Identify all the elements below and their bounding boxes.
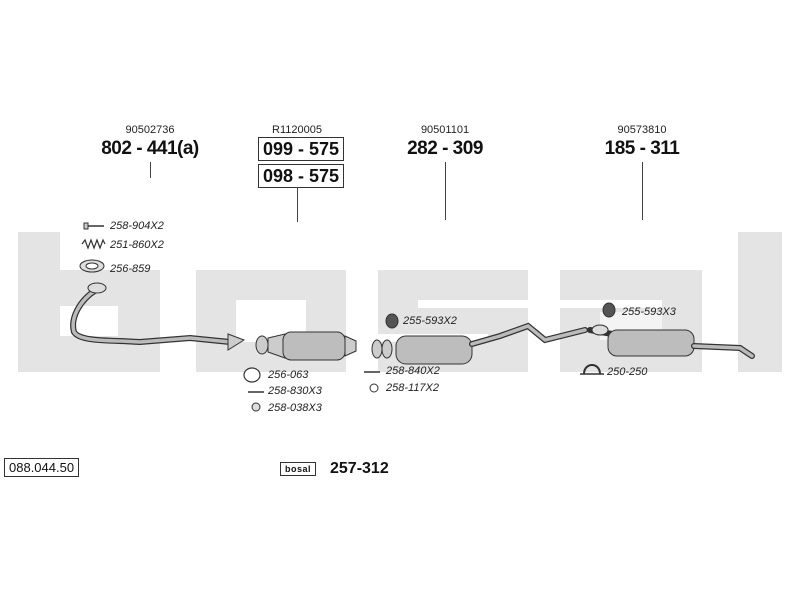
oe-number-4: 90573810 [617,124,667,136]
accessory-label: 251-860X2 [110,239,164,251]
accessory-label: 258-117X2 [386,382,440,394]
part-number-4: 185 - 311 [604,138,680,159]
front-pipe-end [227,333,246,351]
accessory-label: 256-859 [110,263,151,275]
kit-number: 257-312 [330,460,389,477]
accessory-label: 255-593X3 [622,306,676,318]
part-number-2b: 098 - 575 [258,164,345,188]
accessory-icons [79,222,616,412]
accessory-label: 258-830X3 [268,385,322,397]
accessory-label: 258-038X3 [268,402,322,414]
oe-number-1: 90502736 [125,124,175,136]
accessory-label: 258-840X2 [386,365,440,377]
front-pipe [70,287,233,346]
accessory-label: 258-904X2 [110,220,164,232]
reference-number: 088.044.50 [4,458,80,477]
leader-line-2 [297,188,298,222]
part-number-3: 282 - 309 [407,138,483,159]
leader-line-4 [642,162,643,220]
part-number-1: 802 - 441(a) [101,138,199,159]
part-number-2a: 099 - 575 [258,137,345,161]
accessory-label: 250-250 [607,366,648,378]
catalyst [255,331,357,361]
accessory-label: 256-063 [268,369,309,381]
middle-silencer [371,322,588,365]
oe-number-2: R1120005 [272,124,322,136]
rear-silencer [587,324,755,359]
bosal-kit-logo: bosal [280,462,317,476]
oe-number-3: 90501101 [420,124,470,136]
accessory-label: 255-593X2 [403,315,457,327]
leader-line-1 [150,162,151,178]
leader-line-3 [445,162,446,220]
